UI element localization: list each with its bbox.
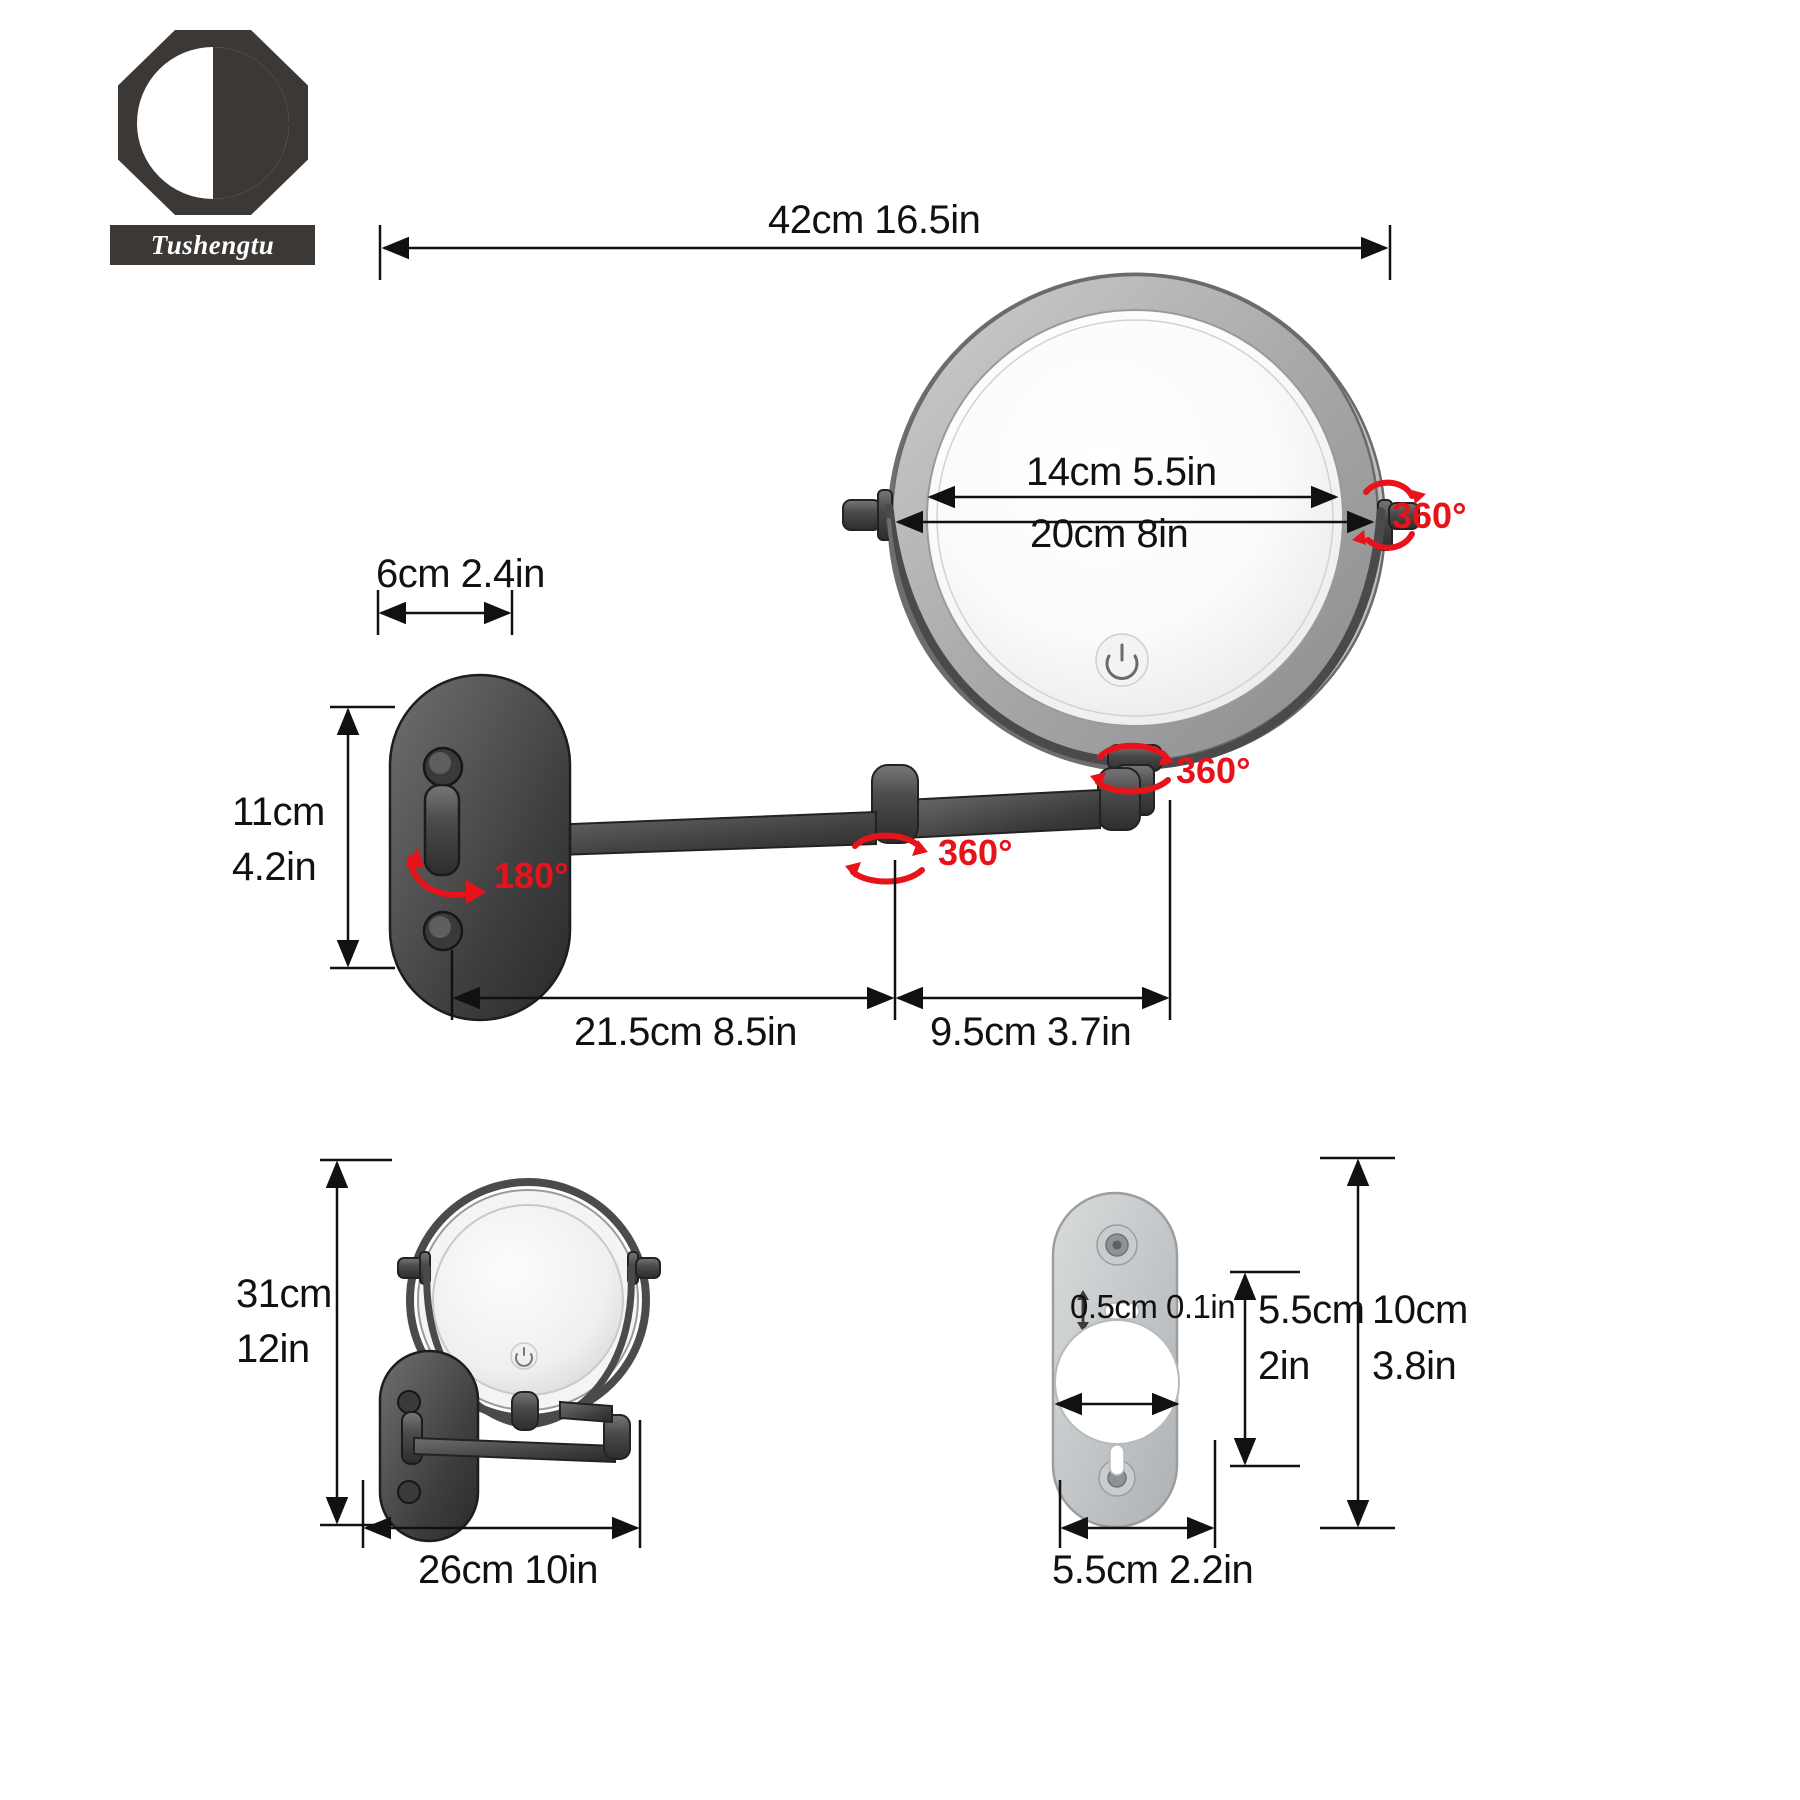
dim-wall-plate-height-cm-label: 11cm (232, 790, 325, 834)
dim-wall-plate-depth-label: 6cm 2.4in (376, 552, 545, 596)
dim-overall-width-label: 42cm 16.5in (768, 198, 981, 242)
dim-plate-hole-diameter-label: 0.5cm 0.1in (1070, 1288, 1236, 1325)
dim-mirror-frame-label: 20cm 8in (1030, 512, 1189, 556)
rot-wall-hinge-label: 180° (494, 855, 569, 896)
dim-front-total-width-label: 26cm 10in (418, 1548, 599, 1592)
dim-front-total-height-cm-label: 31cm (236, 1272, 332, 1316)
rot-mirror-pivot-right-label: 360° (1392, 495, 1467, 536)
dim-front-total-height-in-label: 12in (236, 1327, 310, 1371)
dim-plate-width-label: 5.5cm 2.2in (1052, 1548, 1254, 1592)
dim-arm-first-segment-label: 21.5cm 8.5in (574, 1010, 798, 1054)
dim-plate-hole-spacing-in-label: 2in (1258, 1344, 1310, 1388)
dim-mirror-glass-label: 14cm 5.5in (1026, 450, 1217, 494)
rot-arm-elbow-label: 360° (938, 832, 1013, 873)
octagon-half-circle-logo-icon (118, 30, 308, 215)
brand-logo: Tushengtu (110, 30, 330, 265)
rot-mirror-swivel-bottom-label: 360° (1176, 750, 1251, 791)
dim-arm-second-segment-label: 9.5cm 3.7in (930, 1010, 1132, 1054)
dim-plate-total-height-cm-label: 10cm (1372, 1288, 1468, 1332)
dim-wall-plate-height-in-label: 4.2in (232, 845, 317, 889)
brand-name: Tushengtu (110, 225, 315, 265)
dim-plate-total-height-in-label: 3.8in (1372, 1344, 1457, 1388)
dim-plate-hole-spacing-cm-label: 5.5cm (1258, 1288, 1365, 1332)
